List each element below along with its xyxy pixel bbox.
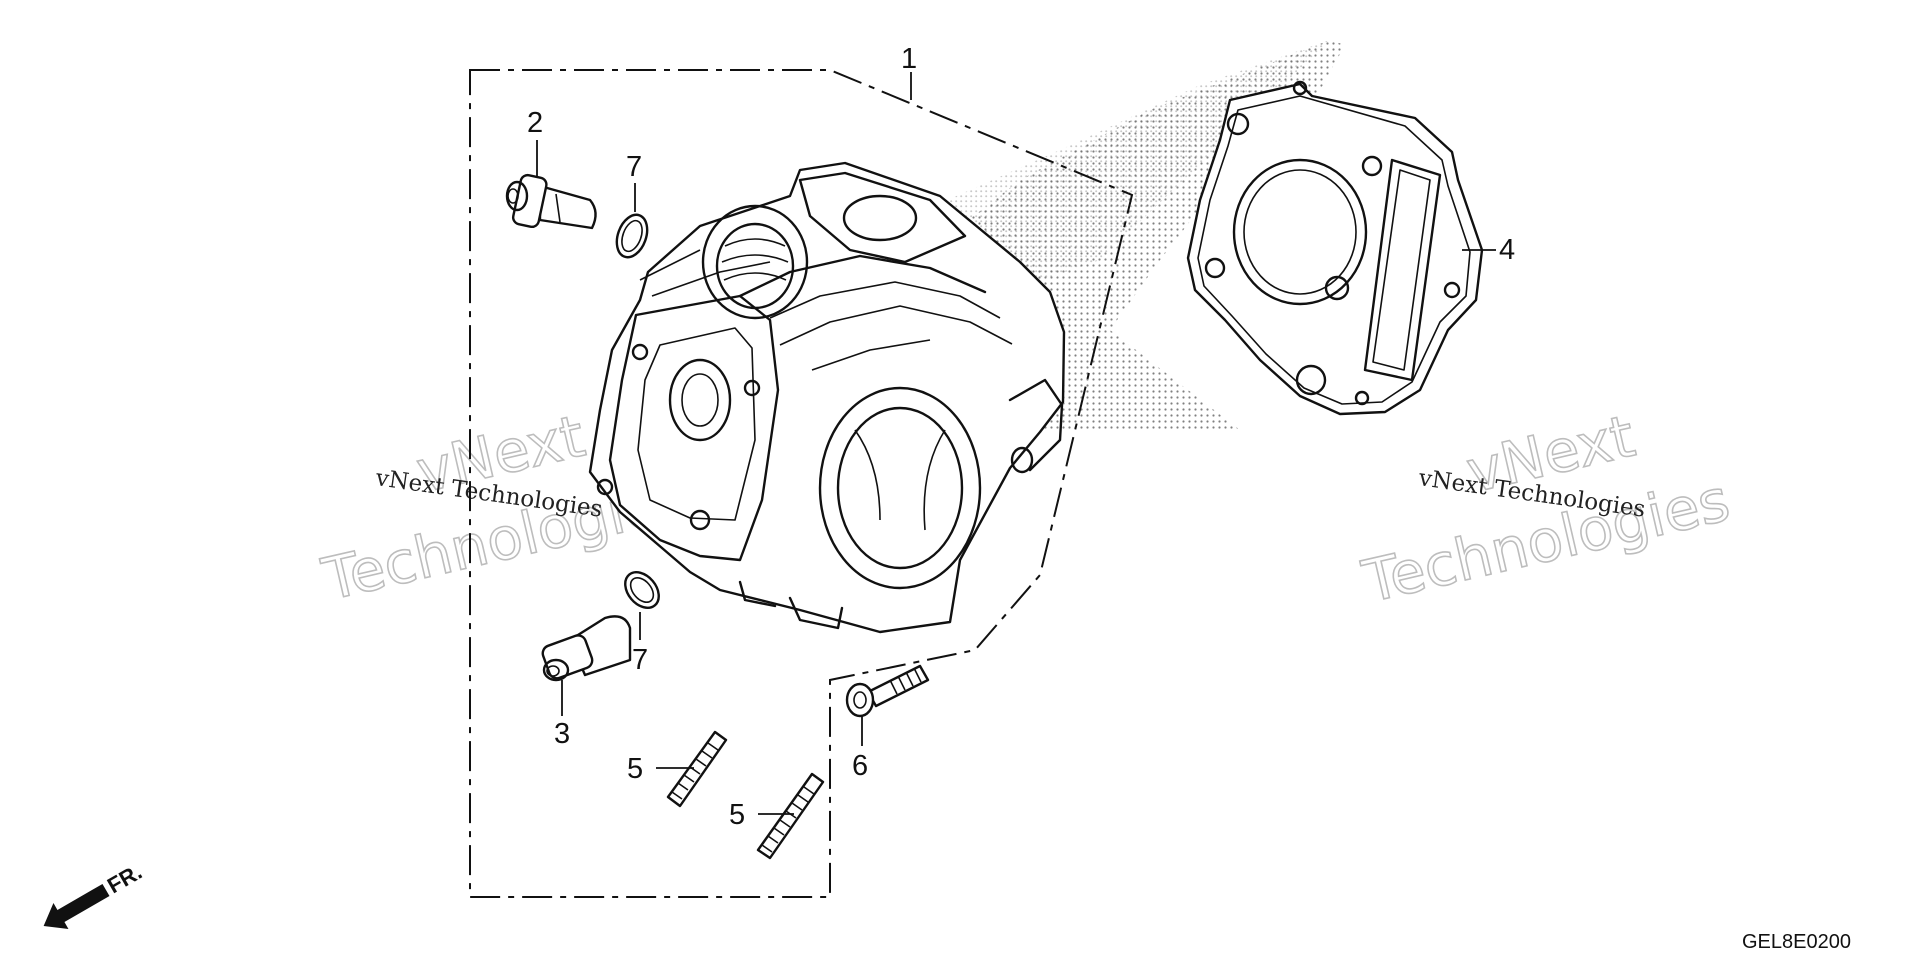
callout-number: 1 <box>901 43 917 75</box>
stud-bolt-b <box>756 772 825 860</box>
callout-number: 5 <box>627 753 643 785</box>
callout-6: 6 <box>852 716 868 782</box>
assembly-boundary <box>469 69 1134 898</box>
callout-7-upper: 7 <box>626 151 642 212</box>
callout-2: 2 <box>527 107 543 176</box>
callout-number: 5 <box>729 799 745 831</box>
callout-7-lower: 7 <box>632 612 648 676</box>
callout-5a: 5 <box>627 753 694 785</box>
callout-1: 1 <box>901 43 917 100</box>
callout-4: 4 <box>1462 234 1515 266</box>
o-ring-upper <box>615 213 649 259</box>
stud-bolt-a <box>666 730 728 808</box>
diagram-reference-code: GEL8E0200 <box>1742 931 1851 953</box>
callout-5b: 5 <box>729 799 794 831</box>
callout-number: 6 <box>852 750 868 782</box>
callout-number: 7 <box>632 644 648 676</box>
callout-3: 3 <box>554 680 570 750</box>
callout-number: 3 <box>554 718 570 750</box>
watermark-right: vNext Technologies vNext Technologies <box>1355 401 1736 617</box>
front-direction-arrow: FR. <box>43 859 146 929</box>
arrow-left-icon <box>43 883 110 929</box>
cylinder-head-gasket <box>1186 80 1484 416</box>
o-ring-lower <box>624 571 660 609</box>
cylinder-head <box>588 161 1066 634</box>
callout-number: 7 <box>626 151 642 183</box>
valve-guide-lower <box>541 615 632 682</box>
flange-bolt <box>845 664 930 718</box>
callout-number: 2 <box>527 107 543 139</box>
front-label: FR. <box>103 859 146 898</box>
callout-number: 4 <box>1499 234 1515 266</box>
valve-guide-upper <box>505 173 597 230</box>
